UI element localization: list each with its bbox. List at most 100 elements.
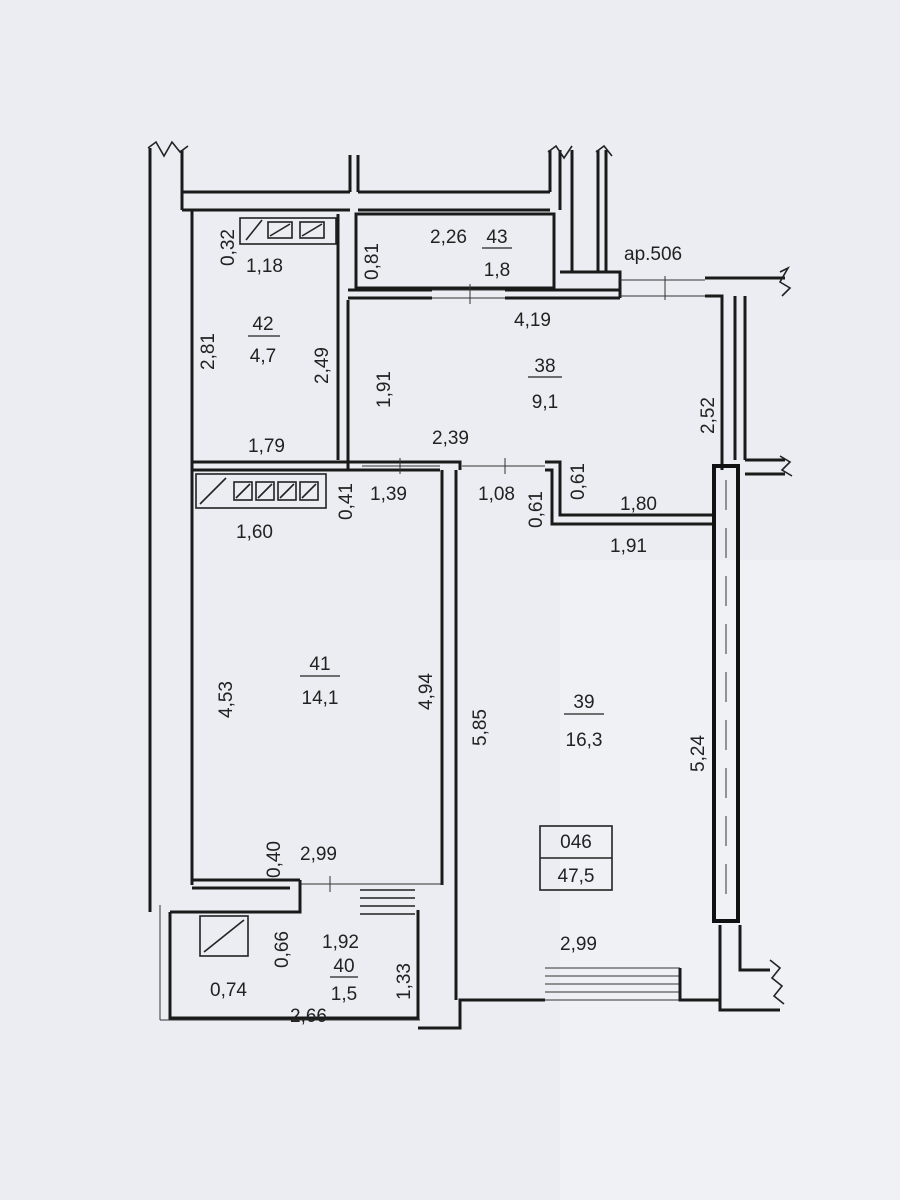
wall-38-top-left	[348, 288, 432, 300]
dimension-label: 4,19	[514, 310, 551, 331]
vent-cell-42-1	[267, 221, 293, 239]
shaft-left-wall	[548, 150, 562, 210]
room-number: 43	[486, 227, 507, 248]
dimension-label: 2,26	[430, 227, 467, 248]
dimension-label: 1,08	[478, 484, 515, 505]
wall-41-bottom	[192, 878, 300, 890]
door-39-top	[462, 458, 545, 474]
dimension-label: 1,91	[610, 536, 647, 557]
wall-shaft-bottom	[560, 270, 622, 298]
dimension-label: 1,92	[322, 932, 359, 953]
room-area: 1,8	[484, 260, 510, 281]
room-number: 40	[333, 956, 354, 977]
light-glare	[560, 560, 900, 1200]
dimension-label: 2,81	[198, 333, 219, 370]
dimension-label: 0,74	[210, 980, 247, 1001]
wall-break-mark-top-left	[147, 140, 189, 158]
top-wall-left	[182, 190, 350, 212]
top-wall-stub	[348, 155, 360, 192]
vent-diagonal-41	[199, 477, 227, 505]
wall-break-mark-right-top	[778, 266, 792, 297]
column-41-39	[440, 460, 462, 470]
vent-cell-41-1	[233, 481, 253, 501]
wall-break-mark-right-bottom	[769, 959, 785, 1005]
window-38-top	[620, 276, 705, 300]
stair-lines-41	[360, 889, 415, 915]
room-area: 9,1	[532, 392, 558, 413]
dimension-label: 1,39	[370, 484, 407, 505]
dimension-label: 0,66	[272, 931, 293, 968]
room-number: 39	[573, 692, 594, 713]
room-area: 16,3	[566, 730, 603, 751]
vent-cell-41-4	[299, 481, 319, 501]
wall-stub-right-mid	[745, 458, 785, 476]
dimension-label: 1,80	[620, 494, 657, 515]
vent-hatch-41	[235, 483, 317, 499]
dimension-label: 5,85	[470, 709, 491, 746]
room-labels: 42 4,7 43 1,8 38 9,1 41 14,1 39 16,3 40 …	[248, 227, 682, 1005]
room-area: 4,7	[250, 346, 276, 367]
wall-42-41	[192, 460, 356, 472]
dimension-label: 2,99	[300, 844, 337, 865]
bottom-wall-39-right	[678, 925, 770, 1002]
room-number: 41	[309, 654, 330, 675]
dimension-label: 0,61	[568, 463, 589, 500]
shower-box	[199, 915, 249, 957]
room-number: 38	[534, 356, 555, 377]
room-40-top-wall	[170, 880, 302, 914]
vent-shaft-42	[239, 217, 337, 245]
dimension-label: 2,49	[312, 347, 333, 384]
dimension-label: 0,81	[362, 243, 383, 280]
vent-shaft-41	[195, 473, 327, 509]
dimension-label: 1,60	[236, 522, 273, 543]
outer-wall-right-39	[712, 464, 740, 923]
dimension-label: 2,52	[698, 397, 719, 434]
dimension-label: 1,79	[248, 436, 285, 457]
vent-cell-41-2	[255, 481, 275, 501]
axis-label: ар.506	[624, 244, 682, 265]
room-40-walls	[168, 910, 420, 1020]
apartment-number: 046	[560, 832, 592, 853]
partition-42-38	[336, 214, 350, 470]
walls	[147, 140, 793, 1030]
dimension-label: 2,66	[290, 1006, 327, 1027]
room-40-outer-line	[159, 905, 420, 1021]
dimension-label: 1,18	[246, 256, 283, 277]
bottom-wall-stub	[718, 1000, 780, 1012]
room-area: 14,1	[302, 688, 339, 709]
dimension-label: 4,53	[216, 681, 237, 718]
wall-38-top-right	[505, 288, 620, 300]
apartment-total-area: 47,5	[558, 866, 595, 887]
dimension-label: 0,40	[264, 841, 285, 878]
wall-38-39-step	[545, 460, 715, 526]
wall-38-41	[356, 460, 440, 472]
dimension-label: 0,41	[336, 483, 357, 520]
top-wall-right	[358, 190, 550, 212]
dimension-label: 0,32	[218, 229, 239, 266]
dimension-label: 5,24	[688, 735, 709, 772]
window-39-bottom	[545, 967, 680, 1001]
dimension-label: 2,99	[560, 934, 597, 955]
vent-hatch-42	[245, 219, 323, 241]
wall-break-mark-top-right	[547, 144, 613, 160]
vent-cell-41-3	[277, 481, 297, 501]
door-41-top	[362, 458, 440, 474]
outer-wall-right-top-2	[733, 296, 747, 460]
shower-diagonal	[203, 919, 245, 953]
wall-break-mark-right-mid	[779, 455, 793, 477]
dimension-label: 1,91	[374, 371, 395, 408]
vent-cell-42-2	[299, 221, 325, 239]
dimension-label: 4,94	[416, 673, 437, 710]
dimension-label: 0,61	[526, 491, 547, 528]
room-area: 1,5	[331, 984, 357, 1005]
partition-41-39	[440, 470, 458, 1000]
door-38-top	[432, 284, 505, 304]
room-43-walls	[354, 212, 556, 290]
dimensions: 0,32 1,18 0,81 2,26 2,81 2,49 1,91 4,19 …	[198, 227, 719, 1027]
bottom-wall-39-left	[418, 998, 545, 1030]
dimension-label: 2,39	[432, 428, 469, 449]
dimension-label: 1,33	[394, 963, 415, 1000]
door-41-bottom	[300, 876, 442, 892]
outer-wall-right-top	[705, 276, 785, 470]
